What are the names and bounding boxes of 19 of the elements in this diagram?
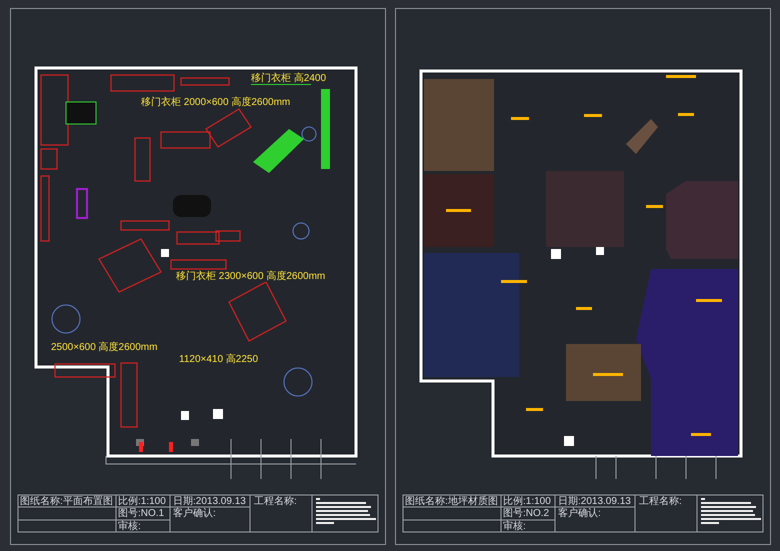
dimension-note: 移门衣柜 2300×600 高度2600mm <box>176 271 326 282</box>
dimension-note: 移门衣柜 2000×600 高度2600mm <box>141 97 290 108</box>
title-block-text: 图纸名称:平面布置图 <box>20 496 113 507</box>
title-block-text: 工程名称: <box>254 496 297 507</box>
title-block-text: 审核: <box>503 521 526 532</box>
title-block-text: 工程名称: <box>639 496 682 507</box>
title-block-text: 日期:2013.09.13 <box>173 496 246 507</box>
title-block-text: 客户确认: <box>558 508 601 519</box>
title-block-text: 审核: <box>118 521 141 532</box>
title-block-text: 图号:NO.1 <box>118 508 164 519</box>
dimension-note: 移门衣柜 高2400 <box>251 73 326 84</box>
title-block-text: 日期:2013.09.13 <box>558 496 631 507</box>
title-block-text: 比例:1:100 <box>118 496 166 507</box>
title-block-text: 图纸名称:地坪材质图 <box>405 496 498 507</box>
dimension-note: 1120×410 高2250 <box>179 354 258 365</box>
title-block-text: 客户确认: <box>173 508 216 519</box>
title-block-text: 比例:1:100 <box>503 496 551 507</box>
dimension-note: 2500×600 高度2600mm <box>51 342 158 353</box>
title-block-text: 图号:NO.2 <box>503 508 550 519</box>
